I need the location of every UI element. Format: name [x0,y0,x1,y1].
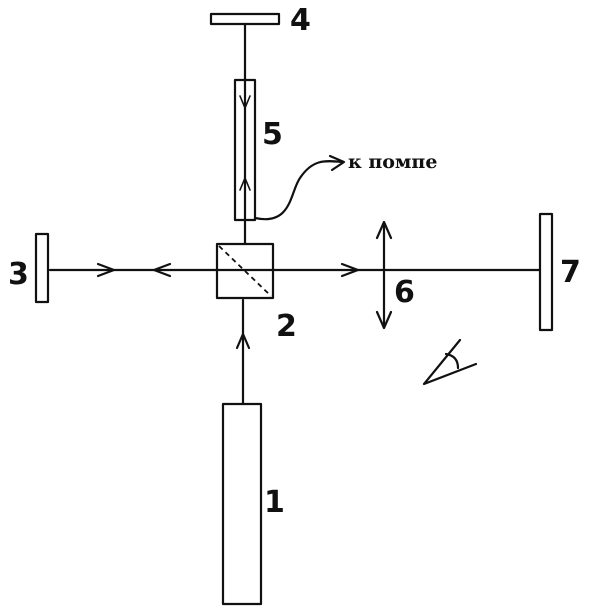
arrow-right-right-arm [340,262,360,278]
label-screen: 7 [560,255,581,290]
arrow-right-left-arm [96,262,116,278]
cell-tube [233,78,257,222]
label-cell: 5 [262,117,283,152]
label-mirror-left: 3 [8,257,29,292]
arrow-down-in-cell [239,95,251,109]
arrow-left-left-arm [152,262,172,278]
label-lens: 6 [394,275,415,310]
pump-arrowhead [328,154,346,172]
arrow-up-laser-beam [235,332,251,350]
lens-arrowhead-top [375,220,393,240]
screen-right [538,212,554,332]
eye-icon [422,338,478,386]
laser-body [221,402,263,606]
label-mirror-top: 4 [290,3,311,38]
label-pump: к помпе [348,151,437,173]
mirror-top [209,12,281,26]
label-laser: 1 [264,485,285,520]
arrow-up-in-cell [239,177,251,191]
label-beamsplitter: 2 [276,309,297,344]
pump-tube [253,160,344,221]
lens-arrowhead-bottom [375,310,393,330]
mirror-left [34,232,50,304]
